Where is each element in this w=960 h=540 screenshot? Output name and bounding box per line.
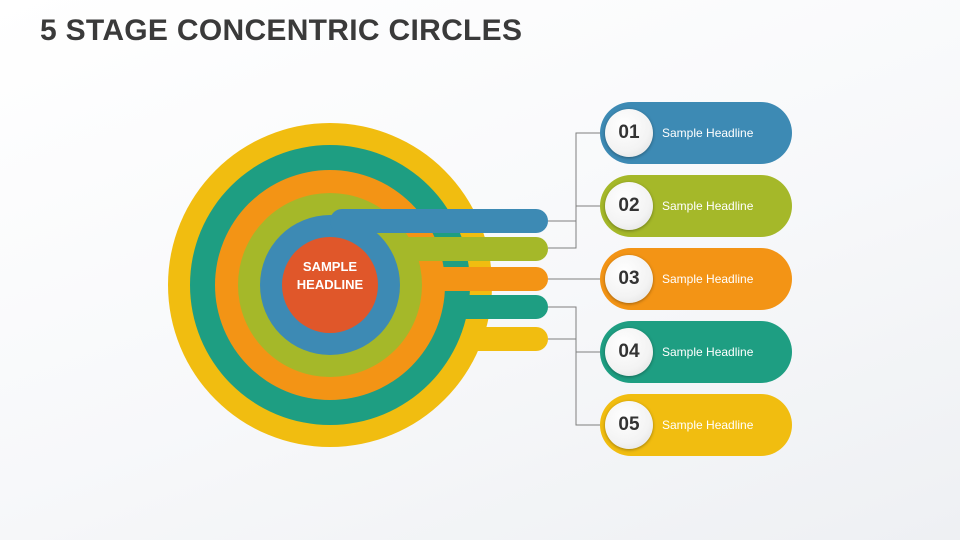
stage-number-badge: 03	[605, 255, 653, 303]
center-headline: SAMPLE HEADLINE	[280, 258, 380, 294]
stage-number-badge: 02	[605, 182, 653, 230]
connector-02	[548, 205, 600, 249]
connector-01	[548, 132, 600, 222]
stage-number-badge: 01	[605, 109, 653, 157]
stage-pill-05: 05 Sample Headline	[600, 394, 792, 456]
center-headline-line2: HEADLINE	[296, 277, 364, 292]
connector-05	[548, 338, 600, 426]
stage-label: Sample Headline	[662, 418, 754, 432]
stage-label: Sample Headline	[662, 199, 754, 213]
stage-number-badge: 05	[605, 401, 653, 449]
stage-label: Sample Headline	[662, 272, 754, 286]
ring-01-tab	[330, 209, 548, 233]
connector-lines	[548, 132, 600, 426]
stage-pill-02: 02 Sample Headline	[600, 175, 792, 237]
stage-label: Sample Headline	[662, 345, 754, 359]
stage-pill-04: 04 Sample Headline	[600, 321, 792, 383]
center-headline-line1: SAMPLE	[302, 259, 358, 274]
connector-04	[548, 306, 600, 353]
stage-pill-03: 03 Sample Headline	[600, 248, 792, 310]
stage-number-badge: 04	[605, 328, 653, 376]
stage-label: Sample Headline	[662, 126, 754, 140]
page-title: 5 STAGE CONCENTRIC CIRCLES	[40, 14, 523, 47]
center-circle	[282, 237, 378, 333]
stage-pill-01: 01 Sample Headline	[600, 102, 792, 164]
